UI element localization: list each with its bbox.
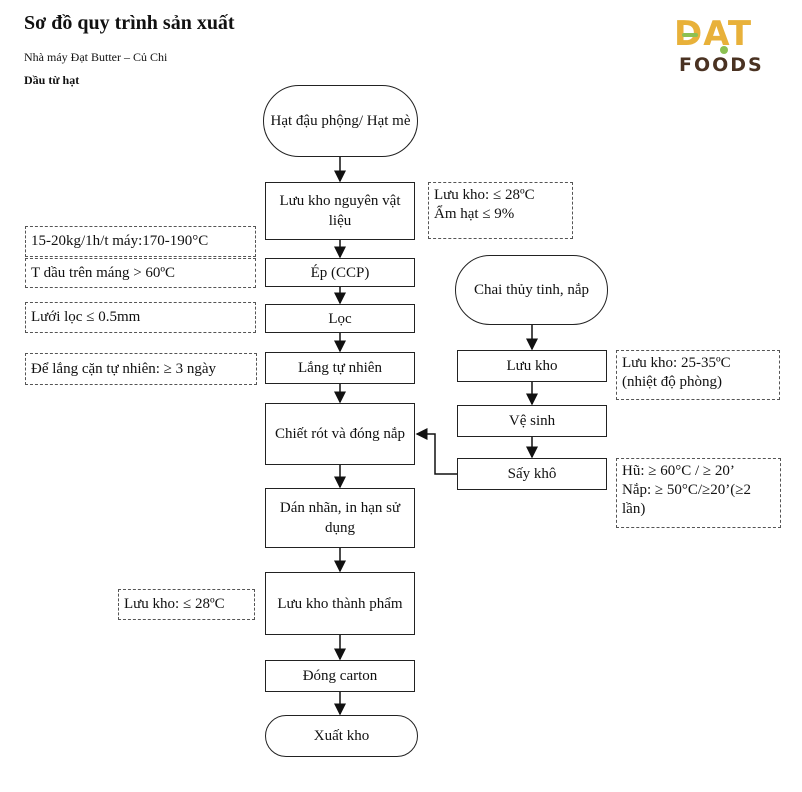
note-line: Lưu kho: ≤ 28ºC bbox=[434, 187, 535, 203]
product-heading: Dầu từ hạt bbox=[24, 73, 80, 87]
step-press: Ép (CCP) bbox=[265, 258, 415, 287]
step-carton: Đóng carton bbox=[265, 660, 415, 692]
note-filter: Lưới lọc ≤ 0.5mm bbox=[25, 302, 256, 333]
step-fill-cap: Chiết rót và đóng nắp bbox=[265, 403, 415, 465]
step-dry: Sấy khô bbox=[457, 458, 607, 490]
step-clean: Vệ sinh bbox=[457, 405, 607, 437]
note-bottle-storage: Lưu kho: 25-35ºC (nhiệt độ phòng) bbox=[616, 350, 780, 400]
end-dispatch: Xuất kho bbox=[265, 715, 418, 757]
arrow bbox=[415, 428, 457, 475]
note-line: Ẩm hạt ≤ 9% bbox=[434, 206, 515, 222]
note-dry: Hũ: ≥ 60°C / ≥ 20’ Nắp: ≥ 50°C/≥20’(≥2 l… bbox=[616, 458, 781, 528]
note-product-storage: Lưu kho: ≤ 28ºC bbox=[118, 589, 255, 620]
note-line: Lưu kho: 25-35ºC bbox=[622, 355, 731, 371]
page-title: Sơ đồ quy trình sản xuất bbox=[24, 12, 235, 34]
start-bottles-caps: Chai thủy tinh, nắp bbox=[455, 255, 608, 325]
note-press-rate: 15-20kg/1h/t máy:170-190°C bbox=[25, 226, 256, 257]
datfoods-logo: DAT FOODS bbox=[674, 14, 764, 76]
note-line: Nắp: ≥ 50°C/≥20’(≥2 lần) bbox=[622, 482, 752, 517]
step-bottle-storage: Lưu kho bbox=[457, 350, 607, 382]
note-press-temp: T dầu trên máng > 60ºC bbox=[25, 258, 256, 288]
step-label: Dán nhãn, in hạn sử dụng bbox=[265, 488, 415, 548]
step-filter: Lọc bbox=[265, 304, 415, 333]
factory-subtitle: Nhà máy Đạt Butter – Củ Chi bbox=[24, 50, 168, 64]
start-raw-seeds: Hạt đậu phộng/ Hạt mè bbox=[263, 85, 418, 157]
note-line: Hũ: ≥ 60°C / ≥ 20’ bbox=[622, 463, 735, 479]
step-raw-storage: Lưu kho nguyên vật liệu bbox=[265, 182, 415, 240]
note-raw-storage: Lưu kho: ≤ 28ºC Ẩm hạt ≤ 9% bbox=[428, 182, 573, 239]
step-settle: Lắng tự nhiên bbox=[265, 352, 415, 384]
step-product-storage: Lưu kho thành phẩm bbox=[265, 572, 415, 635]
note-line: (nhiệt độ phòng) bbox=[622, 374, 722, 390]
note-settle: Để lắng cặn tự nhiên: ≥ 3 ngày bbox=[25, 353, 257, 385]
